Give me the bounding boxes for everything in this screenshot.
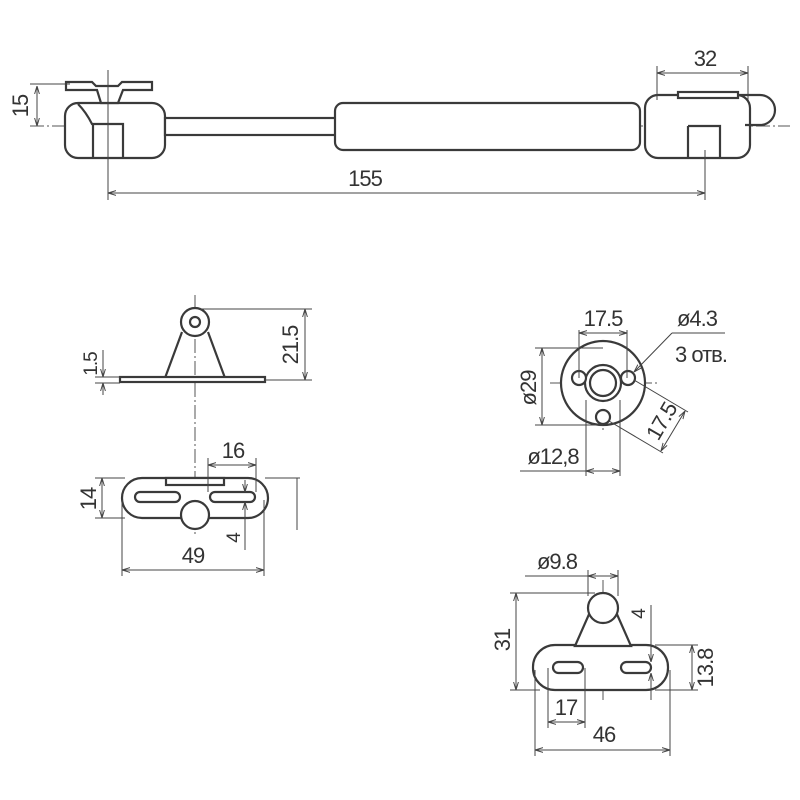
dim-plate-13.8: 13.8 [693, 648, 718, 688]
dim-offset-17: 17 [555, 695, 578, 720]
dim-slot-spacing-16: 16 [222, 438, 245, 463]
dim-slot-4: 4 [224, 532, 245, 543]
dim-outer-29: ø29 [516, 370, 541, 406]
dim-width-14: 14 [76, 487, 101, 510]
dim-hole-4.3: ø4.3 [677, 306, 718, 331]
dim-length-46: 46 [593, 722, 616, 747]
dim-top-17.5: 17.5 [584, 306, 624, 331]
ball-bracket-view: ø9.8 31 4 13.8 17 46 [490, 549, 718, 756]
dim-plate-1.5: 1.5 [81, 352, 102, 376]
dim-inner-12.8: ø12,8 [527, 444, 579, 469]
dim-end-32: 32 [694, 46, 717, 71]
dim-height-31: 31 [490, 628, 515, 651]
top-bracket-view: 16 14 4 49 [76, 438, 300, 576]
dim-slot-4: 4 [629, 608, 650, 619]
dim-ball-9.8: ø9.8 [537, 549, 578, 574]
dim-length-155: 155 [348, 166, 382, 191]
dim-length-49: 49 [182, 543, 205, 568]
dim-height-21.5: 21.5 [278, 325, 303, 365]
dim-height-15: 15 [8, 94, 33, 117]
flange-view: 17.5 ø4.3 3 отв. ø29 17.5 ø12,8 [516, 306, 728, 476]
gas-spring-view: 15 155 32 [8, 46, 790, 200]
hole-count-label: 3 отв. [675, 342, 727, 367]
